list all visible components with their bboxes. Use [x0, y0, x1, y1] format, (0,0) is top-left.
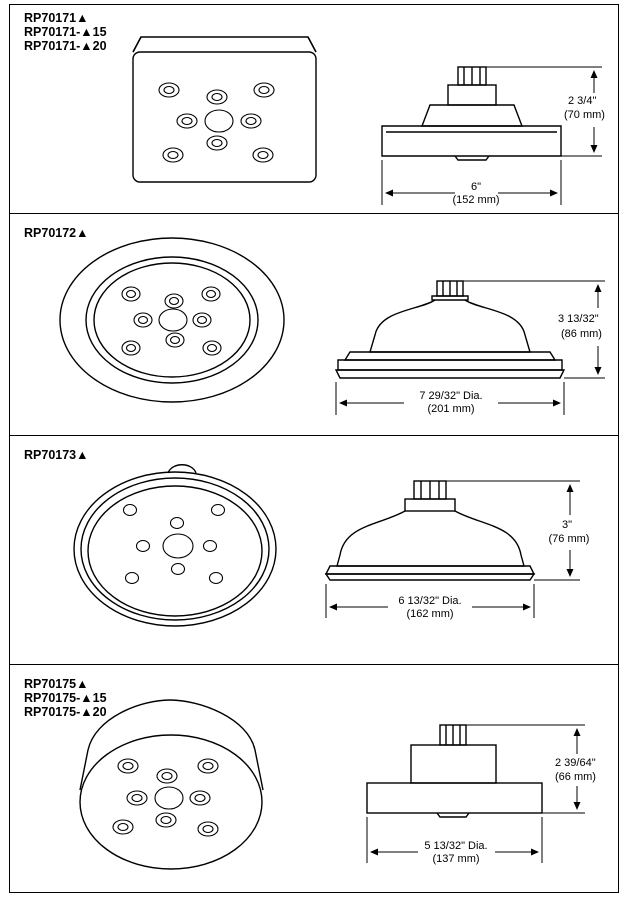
model-number: RP70171-▲15 — [24, 25, 107, 39]
round-showerhead-side-view — [334, 280, 566, 379]
width-dimension-inches: 6 13/32" Dia. — [398, 595, 461, 607]
dimension-lines — [325, 480, 580, 618]
width-dimension-mm: (152 mm) — [452, 194, 499, 206]
height-dimension-mm: (86 mm) — [561, 328, 602, 340]
model-list: RP70171▲ RP70171-▲15 RP70171-▲20 — [24, 11, 107, 53]
height-dimension-inches: 3 13/32" — [558, 313, 599, 325]
width-dimension-inches: 6" — [471, 181, 481, 193]
disc-showerhead-side-view — [366, 724, 543, 818]
height-dimension-inches: 2 39/64" — [555, 757, 596, 769]
model-number: RP70171▲ — [24, 11, 89, 25]
width-dimension-mm: (162 mm) — [406, 608, 453, 620]
disc-showerhead-top-view — [79, 699, 264, 870]
model-number: RP70172▲ — [24, 226, 89, 240]
model-number: RP70171-▲20 — [24, 39, 107, 53]
width-dimension-inches: 7 29/32" Dia. — [419, 390, 482, 402]
height-dimension-inches: 2 3/4" — [568, 95, 596, 107]
model-number: RP70175▲ — [24, 677, 89, 691]
square-showerhead-top-view — [132, 36, 317, 183]
height-dimension-inches: 3" — [562, 519, 572, 531]
dimension-lines — [381, 66, 602, 205]
bell-showerhead-side-view — [324, 480, 536, 581]
round-showerhead-top-view — [59, 237, 285, 403]
dimension-lines — [335, 280, 605, 415]
model-number: RP70173▲ — [24, 448, 89, 462]
model-list: RP70173▲ — [24, 448, 89, 462]
dimension-lines — [366, 724, 585, 863]
width-dimension-inches: 5 13/32" Dia. — [424, 840, 487, 852]
height-dimension-mm: (70 mm) — [564, 109, 605, 121]
height-dimension-mm: (76 mm) — [549, 533, 590, 545]
height-dimension-mm: (66 mm) — [555, 771, 596, 783]
model-number: RP70175-▲15 — [24, 691, 107, 705]
model-number: RP70175-▲20 — [24, 705, 107, 719]
square-showerhead-side-view — [381, 66, 562, 161]
model-list: RP70172▲ — [24, 226, 89, 240]
width-dimension-mm: (137 mm) — [432, 853, 479, 865]
panel-rp70175: RP70175▲ RP70175-▲15 RP70175-▲20 — [9, 664, 619, 893]
bell-showerhead-top-view — [73, 464, 277, 627]
width-dimension-mm: (201 mm) — [427, 403, 474, 415]
model-list: RP70175▲ RP70175-▲15 RP70175-▲20 — [24, 677, 107, 719]
